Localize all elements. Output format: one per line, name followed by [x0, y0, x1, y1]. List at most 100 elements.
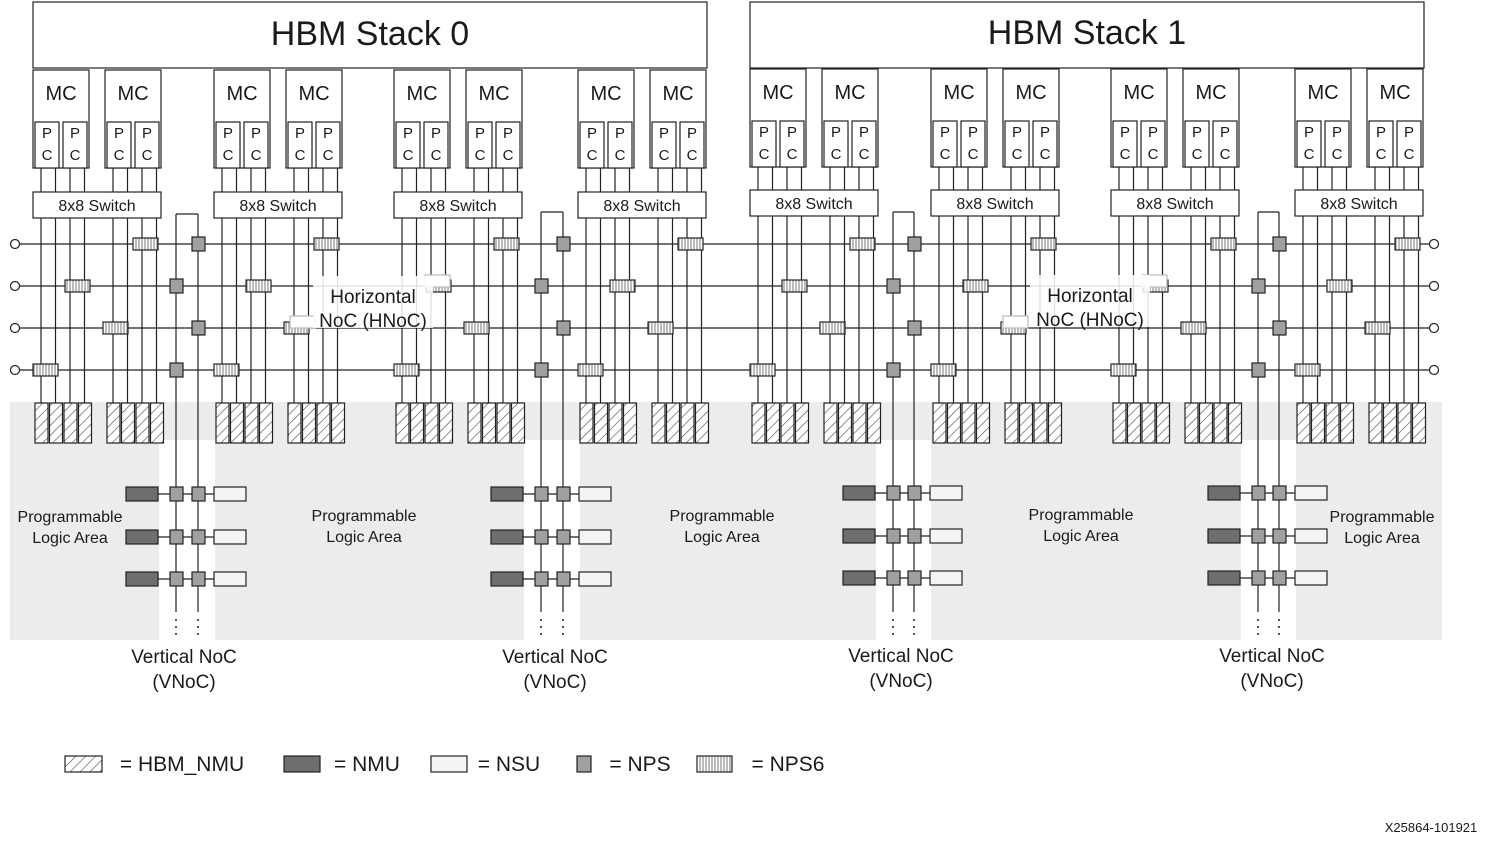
pc-p-label: P — [587, 125, 597, 142]
vnoc-continuation-dot — [892, 619, 894, 621]
vnoc-continuation-dot — [1278, 626, 1280, 628]
nps-switch — [1251, 528, 1266, 544]
hbm-nmu-tile — [77, 402, 93, 444]
pc-c-label: C — [859, 146, 870, 163]
nps-switch — [1272, 485, 1287, 501]
nmu-block — [842, 485, 876, 501]
nps-switch — [534, 486, 549, 502]
pc-p-label: P — [70, 125, 80, 142]
pl-area-label-line2: Logic Area — [32, 530, 108, 547]
switch-label: 8x8 Switch — [956, 196, 1033, 213]
vnoc-gap — [159, 440, 215, 640]
nsu-block — [213, 486, 247, 502]
legend-text-nmu: = NMU — [334, 753, 400, 776]
pl-area-label-line1: Programmable — [1330, 509, 1435, 526]
nmu-block — [490, 571, 524, 587]
switch-label: 8x8 Switch — [239, 198, 316, 215]
nps-switch — [169, 362, 184, 378]
vnoc-continuation-dot — [1257, 626, 1259, 628]
pseudo-channel — [495, 121, 521, 169]
hbm-nmu-tile — [1184, 402, 1199, 444]
vnoc-gap — [524, 440, 580, 640]
pc-p-label: P — [223, 125, 233, 142]
hbm-stack-0-title: HBM Stack 0 — [271, 15, 469, 53]
mc-label: MC — [45, 83, 76, 105]
hbm-nmu-tile — [579, 402, 594, 444]
pseudo-channel — [651, 121, 677, 169]
mc-label: MC — [834, 82, 865, 104]
hbm-nmu-tile — [229, 402, 245, 444]
pc-p-label: P — [968, 124, 978, 141]
hnoc-port-right — [1428, 322, 1440, 334]
hbm-nmu-tile — [1141, 402, 1156, 444]
nps-switch — [1251, 278, 1266, 294]
nmu-block — [490, 529, 524, 545]
hbm-nmu-tile — [975, 402, 991, 444]
vnoc-continuation-dot — [540, 626, 542, 628]
nps-switch — [169, 278, 184, 294]
vnoc-continuation-dot — [562, 626, 564, 628]
hbm-nmu-tile — [287, 402, 302, 444]
pc-p-label: P — [831, 124, 841, 141]
pc-p-label: P — [323, 125, 333, 142]
pc-p-label: P — [403, 125, 413, 142]
hnoc-label-line2: NoC (HNoC) — [1036, 310, 1144, 331]
mc-label: MC — [762, 82, 793, 104]
pseudo-channel — [1112, 120, 1138, 168]
vnoc-continuation-dot — [540, 619, 542, 621]
pc-c-label: C — [1192, 146, 1203, 163]
pseudo-channel — [243, 121, 269, 169]
hbm-nmu-tile — [1227, 402, 1243, 444]
nps-switch — [556, 236, 571, 252]
mc-label: MC — [662, 83, 693, 105]
hbm-nmu-tile — [1198, 402, 1214, 444]
nps-switch — [191, 486, 206, 502]
pc-p-label: P — [42, 125, 52, 142]
nsu-block — [213, 529, 247, 545]
nps6-switch — [1364, 321, 1391, 335]
legend-swatch-nps6 — [696, 755, 733, 773]
hbm-nmu-tile — [1382, 402, 1398, 444]
hbm-nmu-tile — [1411, 402, 1427, 444]
nps-switch — [169, 486, 184, 502]
vnoc-gap — [1241, 440, 1296, 640]
nps6-switch — [32, 363, 59, 377]
nps6-switch — [463, 321, 490, 335]
pc-p-label: P — [1404, 124, 1414, 141]
hbm-nmu-tile — [63, 402, 78, 444]
hbm-nmu-tile — [651, 402, 666, 444]
pseudo-channel — [779, 120, 805, 168]
pc-c-label: C — [787, 146, 798, 163]
switch-label: 8x8 Switch — [1320, 196, 1397, 213]
pc-c-label: C — [1304, 146, 1315, 163]
pc-c-label: C — [475, 147, 486, 164]
pl-area-label-line2: Logic Area — [1043, 528, 1119, 545]
vnoc-continuation-dot — [197, 633, 199, 635]
vnoc-continuation-dot — [540, 633, 542, 635]
vnoc-continuation-dot — [1278, 619, 1280, 621]
pc-p-label: P — [1012, 124, 1022, 141]
pc-p-label: P — [659, 125, 669, 142]
nps-switch — [169, 571, 184, 587]
vnoc-continuation-dot — [197, 619, 199, 621]
legend-swatch-nmu — [283, 755, 321, 773]
hbm-nmu-tile — [1339, 402, 1355, 444]
nps6-switch-faded — [1002, 315, 1029, 329]
nps6-switch — [1294, 363, 1321, 377]
pc-p-label: P — [687, 125, 697, 142]
hbm-nmu-tile — [593, 402, 609, 444]
switch-8x8 — [930, 189, 1060, 217]
nps-switch — [907, 485, 922, 501]
vnoc-continuation-dot — [913, 619, 915, 621]
nps6-switch — [609, 279, 636, 293]
hbm-nmu-tile — [680, 402, 695, 444]
nps6-switch — [132, 237, 159, 251]
hbm-nmu-tile — [409, 402, 425, 444]
nps-switch — [556, 320, 571, 336]
pseudo-channel — [1212, 120, 1238, 168]
vnoc-continuation-dot — [562, 619, 564, 621]
nps-switch — [886, 528, 901, 544]
pc-c-label: C — [831, 146, 842, 163]
hnoc-label-line1: Horizontal — [330, 287, 416, 308]
legend-text-nsu: = NSU — [478, 753, 540, 776]
